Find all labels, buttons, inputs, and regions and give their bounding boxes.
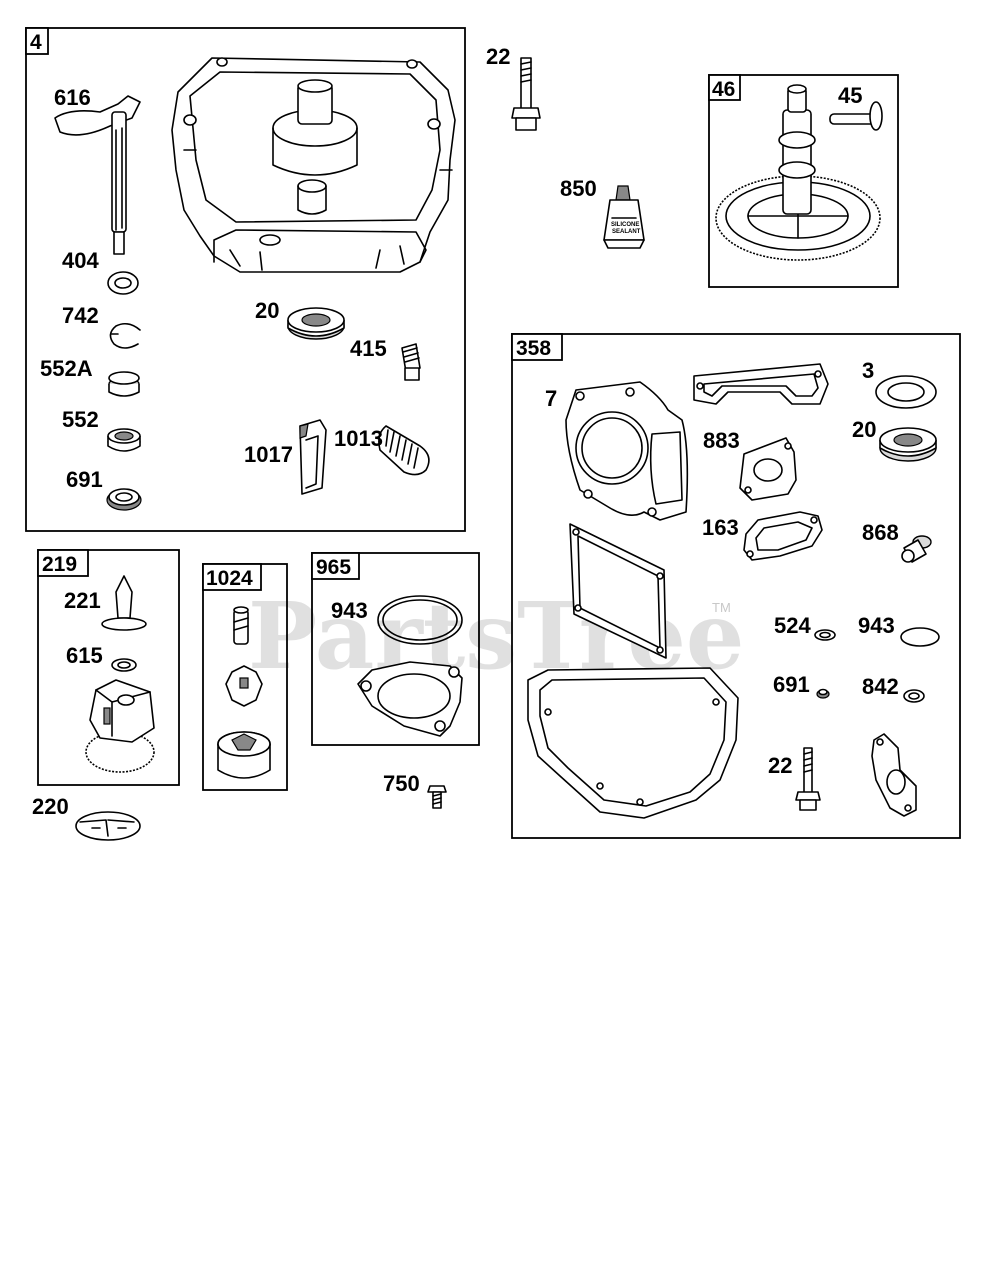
oil-pump-cover[interactable] — [357, 661, 463, 737]
callout-163: 163 — [702, 515, 739, 540]
o-ring-943-right[interactable] — [900, 627, 940, 647]
group-1024-tag — [202, 563, 262, 591]
callout-20-left: 20 — [255, 298, 279, 323]
spring-1013[interactable] — [378, 425, 430, 476]
fitting-868[interactable] — [901, 535, 932, 563]
callout-883: 883 — [703, 428, 740, 453]
callout-22-top: 22 — [486, 44, 510, 69]
group-965-label: 965 — [316, 556, 351, 579]
tappet-45[interactable] — [829, 101, 883, 131]
callout-1017: 1017 — [244, 442, 293, 467]
sealant-tube-850[interactable]: SILICONE SEALANT — [603, 185, 645, 249]
watermark-trademark: TM — [712, 600, 731, 615]
group-219-frame — [37, 549, 180, 786]
governor-shaft-616[interactable] — [54, 95, 141, 255]
group-965-tag — [311, 552, 360, 580]
callout-552: 552 — [62, 407, 99, 432]
callout-415: 415 — [350, 336, 387, 361]
bolt-22-right[interactable] — [795, 747, 821, 811]
oil-seal-20-right[interactable] — [879, 427, 937, 462]
callout-7: 7 — [545, 386, 557, 411]
group-46-frame — [708, 74, 899, 288]
callout-220: 220 — [32, 794, 69, 819]
callout-20-right: 20 — [852, 417, 876, 442]
group-358-frame — [511, 333, 961, 839]
group-965-frame — [311, 552, 480, 746]
callout-850: 850 — [560, 176, 597, 201]
oil-seal-20-left[interactable] — [287, 307, 345, 340]
bolt-22-top[interactable] — [511, 57, 541, 131]
gasket-883[interactable] — [739, 437, 797, 501]
callout-3: 3 — [862, 358, 874, 383]
group-358-tag — [511, 333, 563, 361]
breather-gasket[interactable] — [693, 363, 829, 405]
washer-524[interactable] — [814, 629, 836, 641]
group-358-label: 358 — [516, 337, 551, 360]
callout-742: 742 — [62, 303, 99, 328]
callout-943-left: 943 — [331, 598, 368, 623]
callout-691-left: 691 — [66, 467, 103, 492]
oil-pump-rotor-inner[interactable] — [225, 665, 263, 707]
callout-943-right: 943 — [858, 613, 895, 638]
valve-cover-gasket[interactable] — [569, 523, 667, 659]
washer-842[interactable] — [903, 689, 925, 703]
camshaft-illustration[interactable] — [715, 84, 881, 261]
group-4-label: 4 — [30, 31, 42, 54]
o-ring-943-left[interactable] — [377, 595, 463, 645]
governor-pin-221[interactable] — [101, 575, 147, 631]
callout-868: 868 — [862, 520, 899, 545]
intake-gasket[interactable] — [871, 733, 917, 817]
callout-1013: 1013 — [334, 426, 383, 451]
callout-750: 750 — [383, 771, 420, 796]
bushing-552[interactable] — [107, 428, 141, 452]
seal-691-right[interactable] — [816, 688, 830, 699]
callout-404: 404 — [62, 248, 99, 273]
group-219-label: 219 — [42, 553, 77, 576]
callout-842: 842 — [862, 674, 899, 699]
seal-3[interactable] — [875, 375, 937, 409]
clip-742[interactable] — [109, 322, 141, 349]
gasket-163[interactable] — [743, 511, 823, 561]
group-4-tag — [25, 27, 49, 55]
washer-615[interactable] — [111, 658, 137, 672]
callout-45: 45 — [838, 83, 862, 108]
callout-691-right: 691 — [773, 672, 810, 697]
callout-524: 524 — [774, 613, 811, 638]
washer-404[interactable] — [107, 271, 139, 295]
group-46-tag — [708, 74, 741, 101]
oil-pump-rotor-outer[interactable] — [217, 731, 271, 779]
governor-cup-220[interactable] — [75, 811, 141, 841]
bushing-552a[interactable] — [108, 371, 140, 397]
screw-750[interactable] — [427, 785, 447, 809]
seal-691[interactable] — [106, 488, 142, 511]
callout-615: 615 — [66, 643, 103, 668]
callout-22-right: 22 — [768, 753, 792, 778]
oil-pump-shaft[interactable] — [233, 606, 249, 645]
sealant-label-line1: SILICONE — [611, 222, 639, 228]
group-46-label: 46 — [712, 78, 735, 101]
group-1024-label: 1024 — [206, 567, 253, 590]
sealant-label-line2: SEALANT — [612, 229, 641, 235]
head-gasket-7[interactable] — [565, 381, 689, 521]
plug-415[interactable] — [401, 343, 421, 381]
callout-616: 616 — [54, 85, 91, 110]
clip-1017[interactable] — [299, 419, 327, 495]
governor-gear-assembly[interactable] — [85, 679, 155, 773]
group-219-tag — [37, 549, 89, 577]
crankcase-sump-illustration[interactable] — [171, 57, 456, 273]
callout-221: 221 — [64, 588, 101, 613]
group-4-frame — [25, 27, 466, 532]
callout-552a: 552A — [40, 356, 93, 381]
sump-gasket[interactable] — [527, 667, 739, 819]
